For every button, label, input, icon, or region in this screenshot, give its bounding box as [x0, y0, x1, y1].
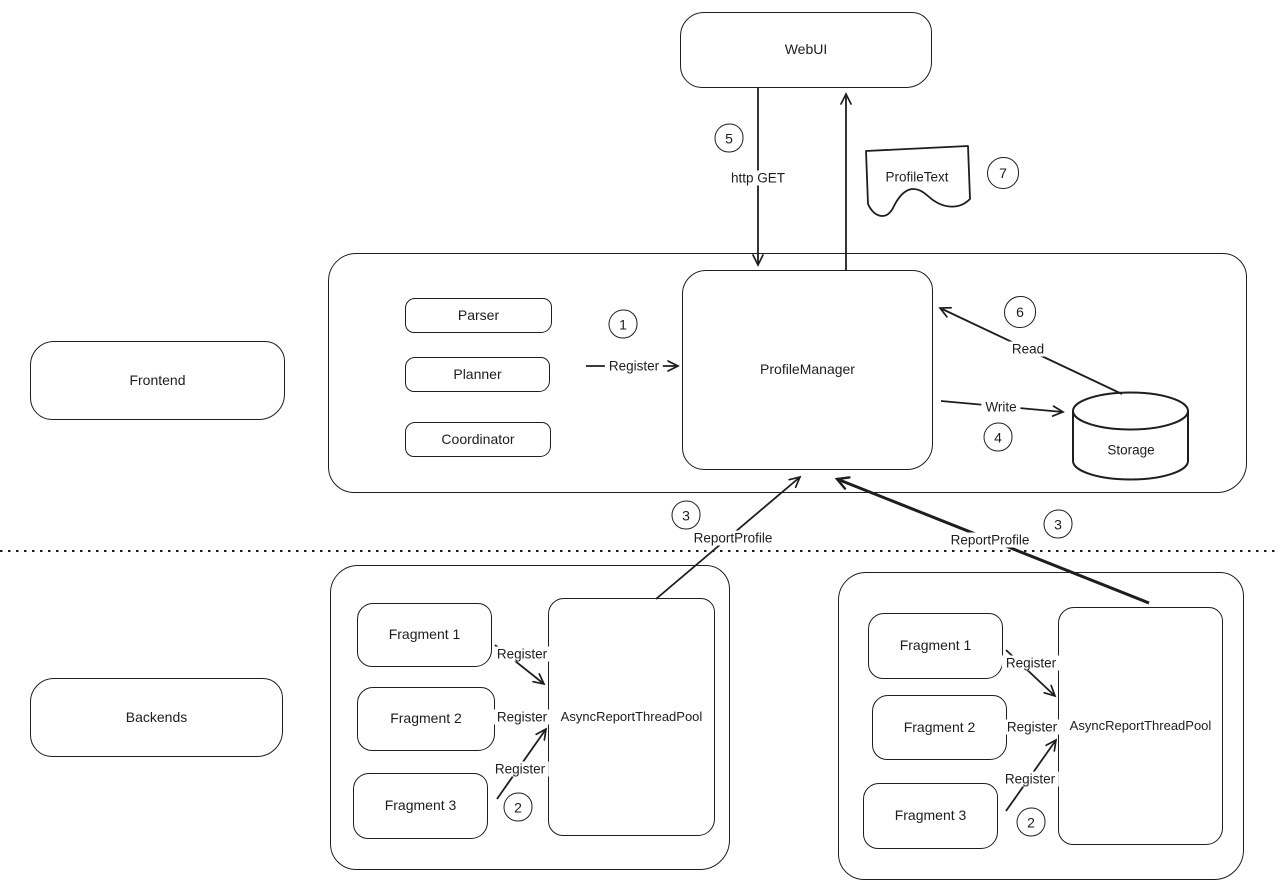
edge-label-register3-right: Register [1000, 771, 1060, 787]
step-badge-3-left: 3 [671, 500, 701, 530]
node-profile-manager: ProfileManager [682, 270, 933, 470]
node-async-pool-right-label: AsyncReportThreadPool [1069, 717, 1212, 733]
edge-label-report-profile-right: ReportProfile [946, 532, 1034, 548]
node-coordinator-label: Coordinator [441, 430, 515, 447]
node-fragment1-right: Fragment 1 [868, 613, 1003, 679]
node-fragment2-left: Fragment 2 [357, 687, 495, 751]
edge-label-register1-right: Register [1001, 655, 1061, 671]
node-async-pool-right: AsyncReportThreadPool [1058, 607, 1223, 845]
node-coordinator: Coordinator [405, 422, 551, 457]
node-fragment3-left-label: Fragment 3 [384, 797, 457, 814]
edge-label-register-frontend: Register [604, 358, 664, 374]
step-badge-4: 4 [983, 422, 1013, 452]
node-fragment2-left-label: Fragment 2 [390, 710, 462, 727]
step-badge-5: 5 [714, 123, 744, 153]
edge-label-read: Read [1007, 341, 1049, 357]
node-profile-manager-label: ProfileManager [760, 361, 855, 378]
edge-label-register2-right: Register [1002, 719, 1062, 735]
edge-label-register1-left: Register [492, 646, 552, 662]
edge-label-register3-left: Register [490, 761, 550, 777]
node-webui: WebUI [680, 12, 932, 88]
node-profile-text-label: ProfileText [885, 169, 949, 185]
node-fragment1-right-label: Fragment 1 [899, 637, 972, 654]
step-badge-3-right: 3 [1043, 509, 1073, 539]
node-planner: Planner [405, 357, 550, 392]
node-backends-label: Backends [125, 708, 188, 725]
node-fragment1-left-label: Fragment 1 [388, 626, 461, 643]
node-fragment3-right: Fragment 3 [863, 783, 998, 849]
node-async-pool-left-label: AsyncReportThreadPool [560, 708, 703, 724]
node-fragment2-right: Fragment 2 [872, 695, 1007, 760]
backend-group-1 [330, 565, 730, 870]
node-storage-label: Storage [1107, 442, 1155, 458]
node-async-pool-left: AsyncReportThreadPool [548, 598, 715, 836]
edge-label-register2-left: Register [492, 709, 552, 725]
step-badge-7: 7 [987, 157, 1019, 189]
node-parser: Parser [405, 298, 552, 333]
edge-label-write: Write [981, 399, 1021, 415]
node-frontend-label: Frontend [129, 371, 186, 388]
step-badge-6: 6 [1004, 296, 1036, 328]
node-fragment3-left: Fragment 3 [353, 773, 488, 839]
node-fragment3-right-label: Fragment 3 [894, 807, 967, 824]
step-badge-2-right: 2 [1016, 807, 1046, 837]
edge-label-report-profile-left: ReportProfile [689, 530, 777, 546]
node-frontend: Frontend [30, 341, 285, 420]
node-parser-label: Parser [457, 306, 500, 323]
node-webui-label: WebUI [784, 41, 828, 58]
step-badge-1: 1 [608, 309, 638, 339]
node-backends: Backends [30, 678, 283, 757]
edge-label-http-get: http GET [726, 170, 790, 186]
node-planner-label: Planner [453, 365, 502, 382]
step-badge-2-left: 2 [503, 792, 533, 822]
node-fragment2-right-label: Fragment 2 [903, 718, 976, 735]
node-fragment1-left: Fragment 1 [357, 603, 492, 667]
